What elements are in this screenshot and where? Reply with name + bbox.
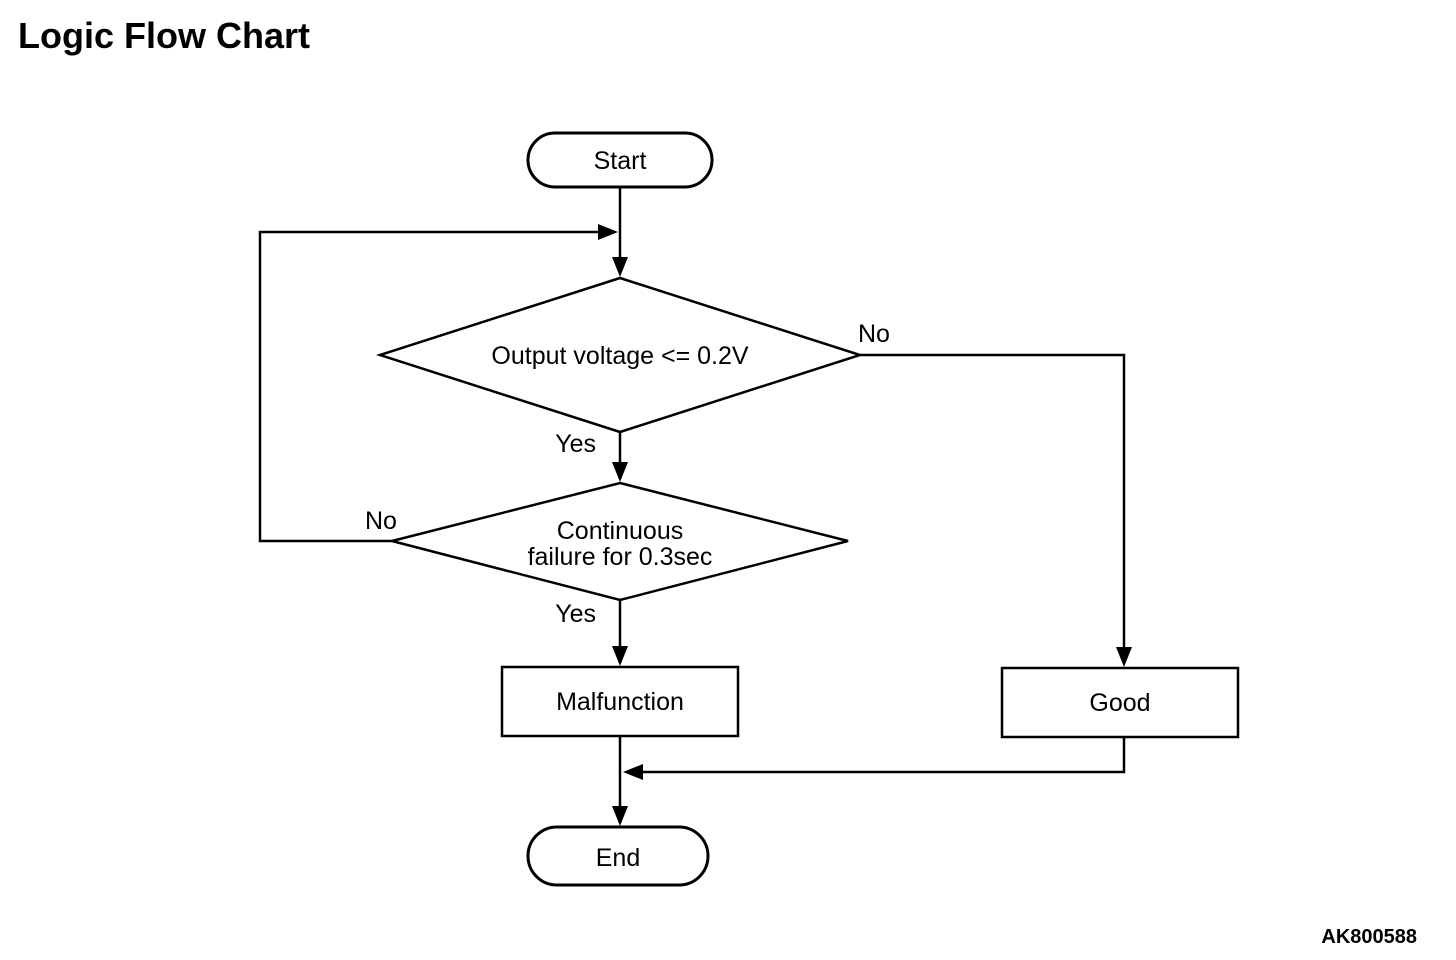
arrowhead-into-good-icon (1116, 647, 1132, 667)
start-node-label: Start (594, 147, 647, 175)
decision1-node-label: Output voltage <= 0.2V (491, 342, 748, 370)
start-node-shape (526, 131, 714, 189)
good-node-label: Good (1089, 689, 1150, 717)
arrowhead-into-decision2-icon (612, 462, 628, 482)
decision1-no-label: No (858, 320, 890, 348)
good-node-shape (1000, 666, 1240, 739)
malfunction-node-label: Malfunction (556, 688, 684, 716)
decision2-yes-label: Yes (555, 600, 596, 628)
decision2-node-label-line2: failure for 0.3sec (528, 543, 713, 571)
decision1-yes-label: Yes (555, 430, 596, 458)
arrowhead-into-decision1-icon (612, 257, 628, 277)
edge-good-to-merge (641, 737, 1126, 774)
page-title: Logic Flow Chart (18, 15, 310, 56)
figure-code: AK800588 (1321, 926, 1417, 948)
arrowhead-loopback-join-icon (598, 224, 618, 240)
edge-decision2-no-loopback (258, 230, 600, 543)
decision2-node-label-line1: Continuous (557, 517, 683, 545)
arrowhead-into-malfunction-icon (612, 646, 628, 666)
decision1-node-shape (375, 276, 865, 434)
arrowhead-into-end-icon (612, 806, 628, 826)
end-node-shape (526, 825, 710, 887)
end-node-label: End (596, 844, 640, 872)
arrowhead-merge-left-icon (623, 764, 643, 780)
decision2-no-label: No (365, 507, 397, 535)
edge-decision1-no (860, 353, 1126, 649)
decision2-node-shape (391, 481, 849, 602)
malfunction-node-shape (500, 665, 740, 738)
